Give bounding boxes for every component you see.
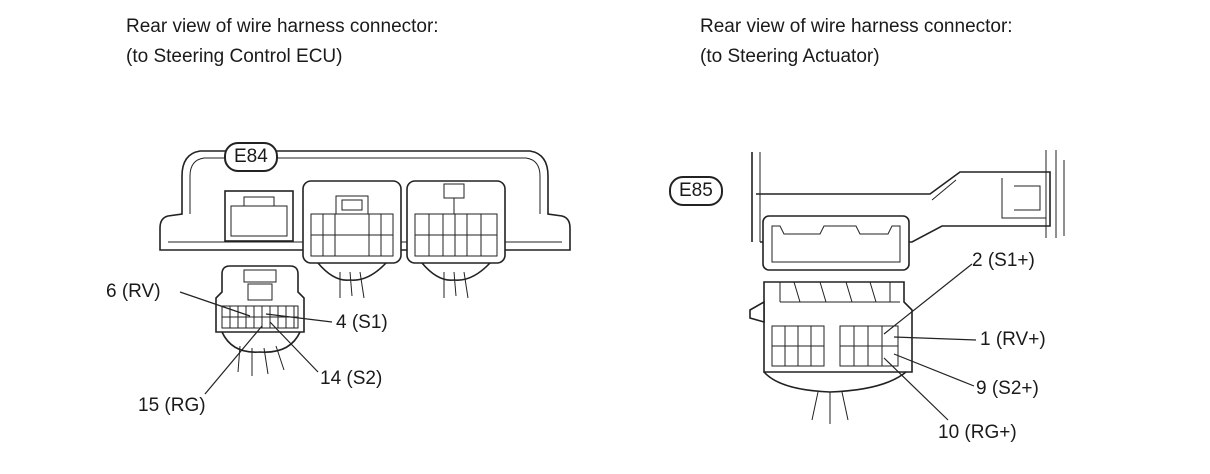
right-title-line2: (to Steering Actuator) [700, 46, 880, 67]
e85-connector-badge: E85 [669, 176, 723, 206]
e85-connector-body [749, 281, 913, 424]
e84-connector-body [215, 265, 305, 376]
e84-pin-15-label: 15 (RG) [138, 395, 206, 416]
e84-pin-14-label: 14 (S2) [320, 368, 383, 389]
e85-pin-2-label: 2 (S1+) [972, 250, 1035, 271]
right-title: Rear view of wire harness connector: (to… [700, 12, 1013, 72]
ecu-socket-1 [224, 190, 294, 242]
left-title-line2: (to Steering Control ECU) [126, 46, 343, 67]
ecu-harness-connector-3 [406, 180, 506, 299]
actuator-housing [751, 150, 1065, 243]
ecu-harness-connector-2 [302, 180, 402, 299]
e84-pin-6-label: 6 (RV) [106, 281, 161, 302]
left-title: Rear view of wire harness connector: (to… [126, 12, 439, 72]
left-title-line1: Rear view of wire harness connector: [126, 16, 439, 37]
e85-leader-lines [883, 263, 977, 421]
e85-pin-10-label: 10 (RG+) [938, 422, 1017, 443]
actuator-socket [762, 215, 910, 271]
e84-pin-4-label: 4 (S1) [336, 312, 388, 333]
e84-leader-lines [179, 291, 333, 395]
right-title-line1: Rear view of wire harness connector: [700, 16, 1013, 37]
e84-connector-badge: E84 [224, 142, 278, 172]
e85-pin-9-label: 9 (S2+) [976, 378, 1039, 399]
e85-pin-1-label: 1 (RV+) [980, 329, 1046, 350]
